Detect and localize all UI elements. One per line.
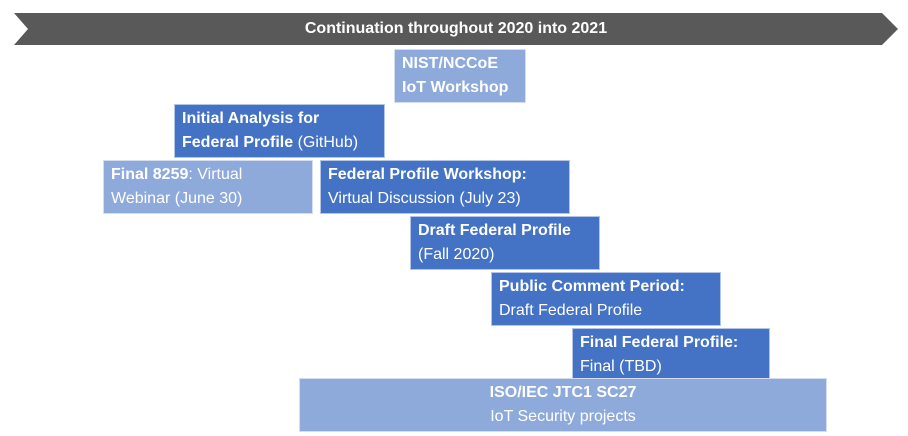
public-comment-box: Public Comment Period: Draft Federal Pro… (491, 272, 721, 326)
initial-analysis-line2: Federal Profile (GitHub) (182, 131, 377, 155)
final-8259-box: Final 8259: Virtual Webinar (June 30) (103, 160, 313, 214)
public-comment-line2: Draft Federal Profile (499, 302, 643, 319)
draft-federal-profile-line1: Draft Federal Profile (418, 222, 571, 239)
iso-iec-box: ISO/IEC JTC1 SC27 IoT Security projects (299, 378, 827, 432)
federal-profile-workshop-line1: Federal Profile Workshop: (328, 166, 527, 183)
initial-analysis-line1: Initial Analysis for (182, 110, 320, 127)
final-8259-line2: Webinar (June 30) (111, 190, 243, 207)
initial-analysis-line2-bold: Federal Profile (182, 134, 294, 151)
draft-federal-profile-line2: (Fall 2020) (418, 246, 495, 263)
initial-analysis-box: Initial Analysis for Federal Profile (Gi… (174, 104, 385, 158)
final-federal-profile-box: Final Federal Profile: Final (TBD) (572, 328, 770, 382)
final-federal-profile-line2: Final (TBD) (580, 358, 662, 375)
nist-workshop-line1: NIST/NCCoE (402, 55, 498, 72)
federal-profile-workshop-box: Federal Profile Workshop: Virtual Discus… (320, 160, 570, 214)
nist-workshop-box: NIST/NCCoE IoT Workshop (394, 49, 526, 103)
final-8259-line1-bold: Final 8259 (111, 166, 189, 183)
banner-arrow-shape (14, 13, 898, 45)
final-8259-line1: Final 8259: Virtual (111, 163, 305, 187)
public-comment-line1: Public Comment Period: (499, 278, 685, 295)
banner-text: Continuation throughout 2020 into 2021 (304, 20, 608, 37)
iso-iec-line1: ISO/IEC JTC1 SC27 (489, 384, 637, 401)
nist-workshop-line2: IoT Workshop (402, 79, 509, 96)
iso-iec-line2: IoT Security projects (490, 408, 636, 425)
final-8259-line1-rest: : Virtual (188, 166, 243, 183)
initial-analysis-line2-rest: (GitHub) (293, 134, 359, 151)
federal-profile-workshop-line2: Virtual Discussion (July 23) (328, 190, 521, 207)
final-federal-profile-line1: Final Federal Profile: (580, 334, 739, 351)
draft-federal-profile-box: Draft Federal Profile (Fall 2020) (410, 216, 600, 270)
timeline-banner: Continuation throughout 2020 into 2021 (14, 13, 898, 45)
